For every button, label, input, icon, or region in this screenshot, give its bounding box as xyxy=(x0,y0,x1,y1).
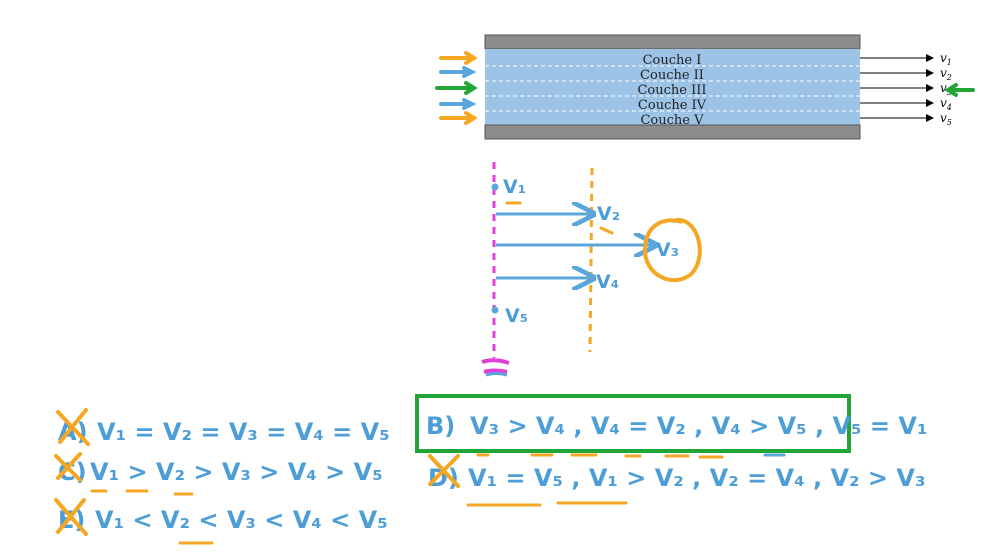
wall-base-mark xyxy=(481,358,510,374)
choice-b-prefix: B) xyxy=(426,412,455,440)
velocity-label-5: v5 xyxy=(940,111,952,127)
choice-e: E) V₁ < V₂ < V₃ < V₄ < V₅ xyxy=(58,506,388,534)
choice-c: C) V₁ > V₂ > V₃ > V₄ > V₅ xyxy=(58,458,383,486)
sketch-label-v5: V₅ xyxy=(505,305,528,327)
correct-answer-box xyxy=(415,394,851,453)
layer-label-4: Couche IV xyxy=(638,98,707,113)
inflow-arrows xyxy=(435,51,478,125)
wall-base-blue xyxy=(485,372,508,377)
fluid-region xyxy=(485,49,860,125)
cross-a xyxy=(56,408,90,446)
velocity-sketch: V₁ V₂ V₃ V₄ V₅ xyxy=(481,162,702,377)
velocity-label-2: v2 xyxy=(940,66,952,82)
answer-choices: A) V₁ = V₂ = V₃ = V₄ = V₅ C) V₁ > V₂ > V… xyxy=(54,394,927,545)
velocity-label-4: v4 xyxy=(940,96,952,112)
v3-circle xyxy=(642,218,702,282)
layer-label-3: Couche III xyxy=(637,83,706,98)
inflow-arrow-blue-1 xyxy=(439,66,477,78)
choice-e-text: V₁ < V₂ < V₃ < V₄ < V₅ xyxy=(95,506,388,534)
channel-diagram: Couche I Couche II Couche III Couche IV … xyxy=(435,34,975,140)
cross-d xyxy=(428,454,460,488)
layer-label-5: Couche V xyxy=(640,113,704,128)
cross-c xyxy=(54,452,82,482)
dot-v5 xyxy=(491,306,499,314)
bottom-wall xyxy=(484,124,861,140)
sketch-label-v4: V₄ xyxy=(596,271,619,293)
sketch-label-v2: V₂ xyxy=(597,203,620,225)
choice-d: D) V₁ = V₅ , V₁ > V₂ , V₂ = V₄ , V₂ > V₃ xyxy=(428,464,925,492)
choice-b: B) V₃ > V₄ , V₄ = V₂ , V₄ > V₅ , V₅ = V₁ xyxy=(426,412,927,440)
sketch-label-v3: V₃ xyxy=(656,239,679,261)
choice-a: A) V₁ = V₂ = V₃ = V₄ = V₅ xyxy=(58,418,390,446)
choice-d-text: V₁ = V₅ , V₁ > V₂ , V₂ = V₄ , V₂ > V₃ xyxy=(468,464,925,492)
dot-v1 xyxy=(491,183,499,191)
layer-label-1: Couche I xyxy=(643,53,702,68)
inflow-arrow-green xyxy=(435,81,478,95)
profile-line-orange xyxy=(588,167,594,353)
inflow-arrow-blue-2 xyxy=(439,98,477,110)
sketch-label-v1: V₁ xyxy=(503,176,526,198)
layer-label-2: Couche II xyxy=(640,68,704,83)
top-wall xyxy=(484,34,861,50)
cross-e xyxy=(54,498,88,536)
underline-b-dashes xyxy=(476,453,724,459)
choice-b-text: V₃ > V₄ , V₄ = V₂ , V₄ > V₅ , V₅ = V₁ xyxy=(470,412,927,440)
inflow-arrow-orange-1 xyxy=(439,51,478,65)
underline-v2 xyxy=(599,226,614,235)
velocity-label-1: v1 xyxy=(940,51,952,67)
choice-c-text: V₁ > V₂ > V₃ > V₄ > V₅ xyxy=(90,458,383,486)
green-marker-arrow xyxy=(944,83,975,97)
choice-a-text: V₁ = V₂ = V₃ = V₄ = V₅ xyxy=(97,418,390,446)
inflow-arrow-orange-2 xyxy=(439,111,478,125)
